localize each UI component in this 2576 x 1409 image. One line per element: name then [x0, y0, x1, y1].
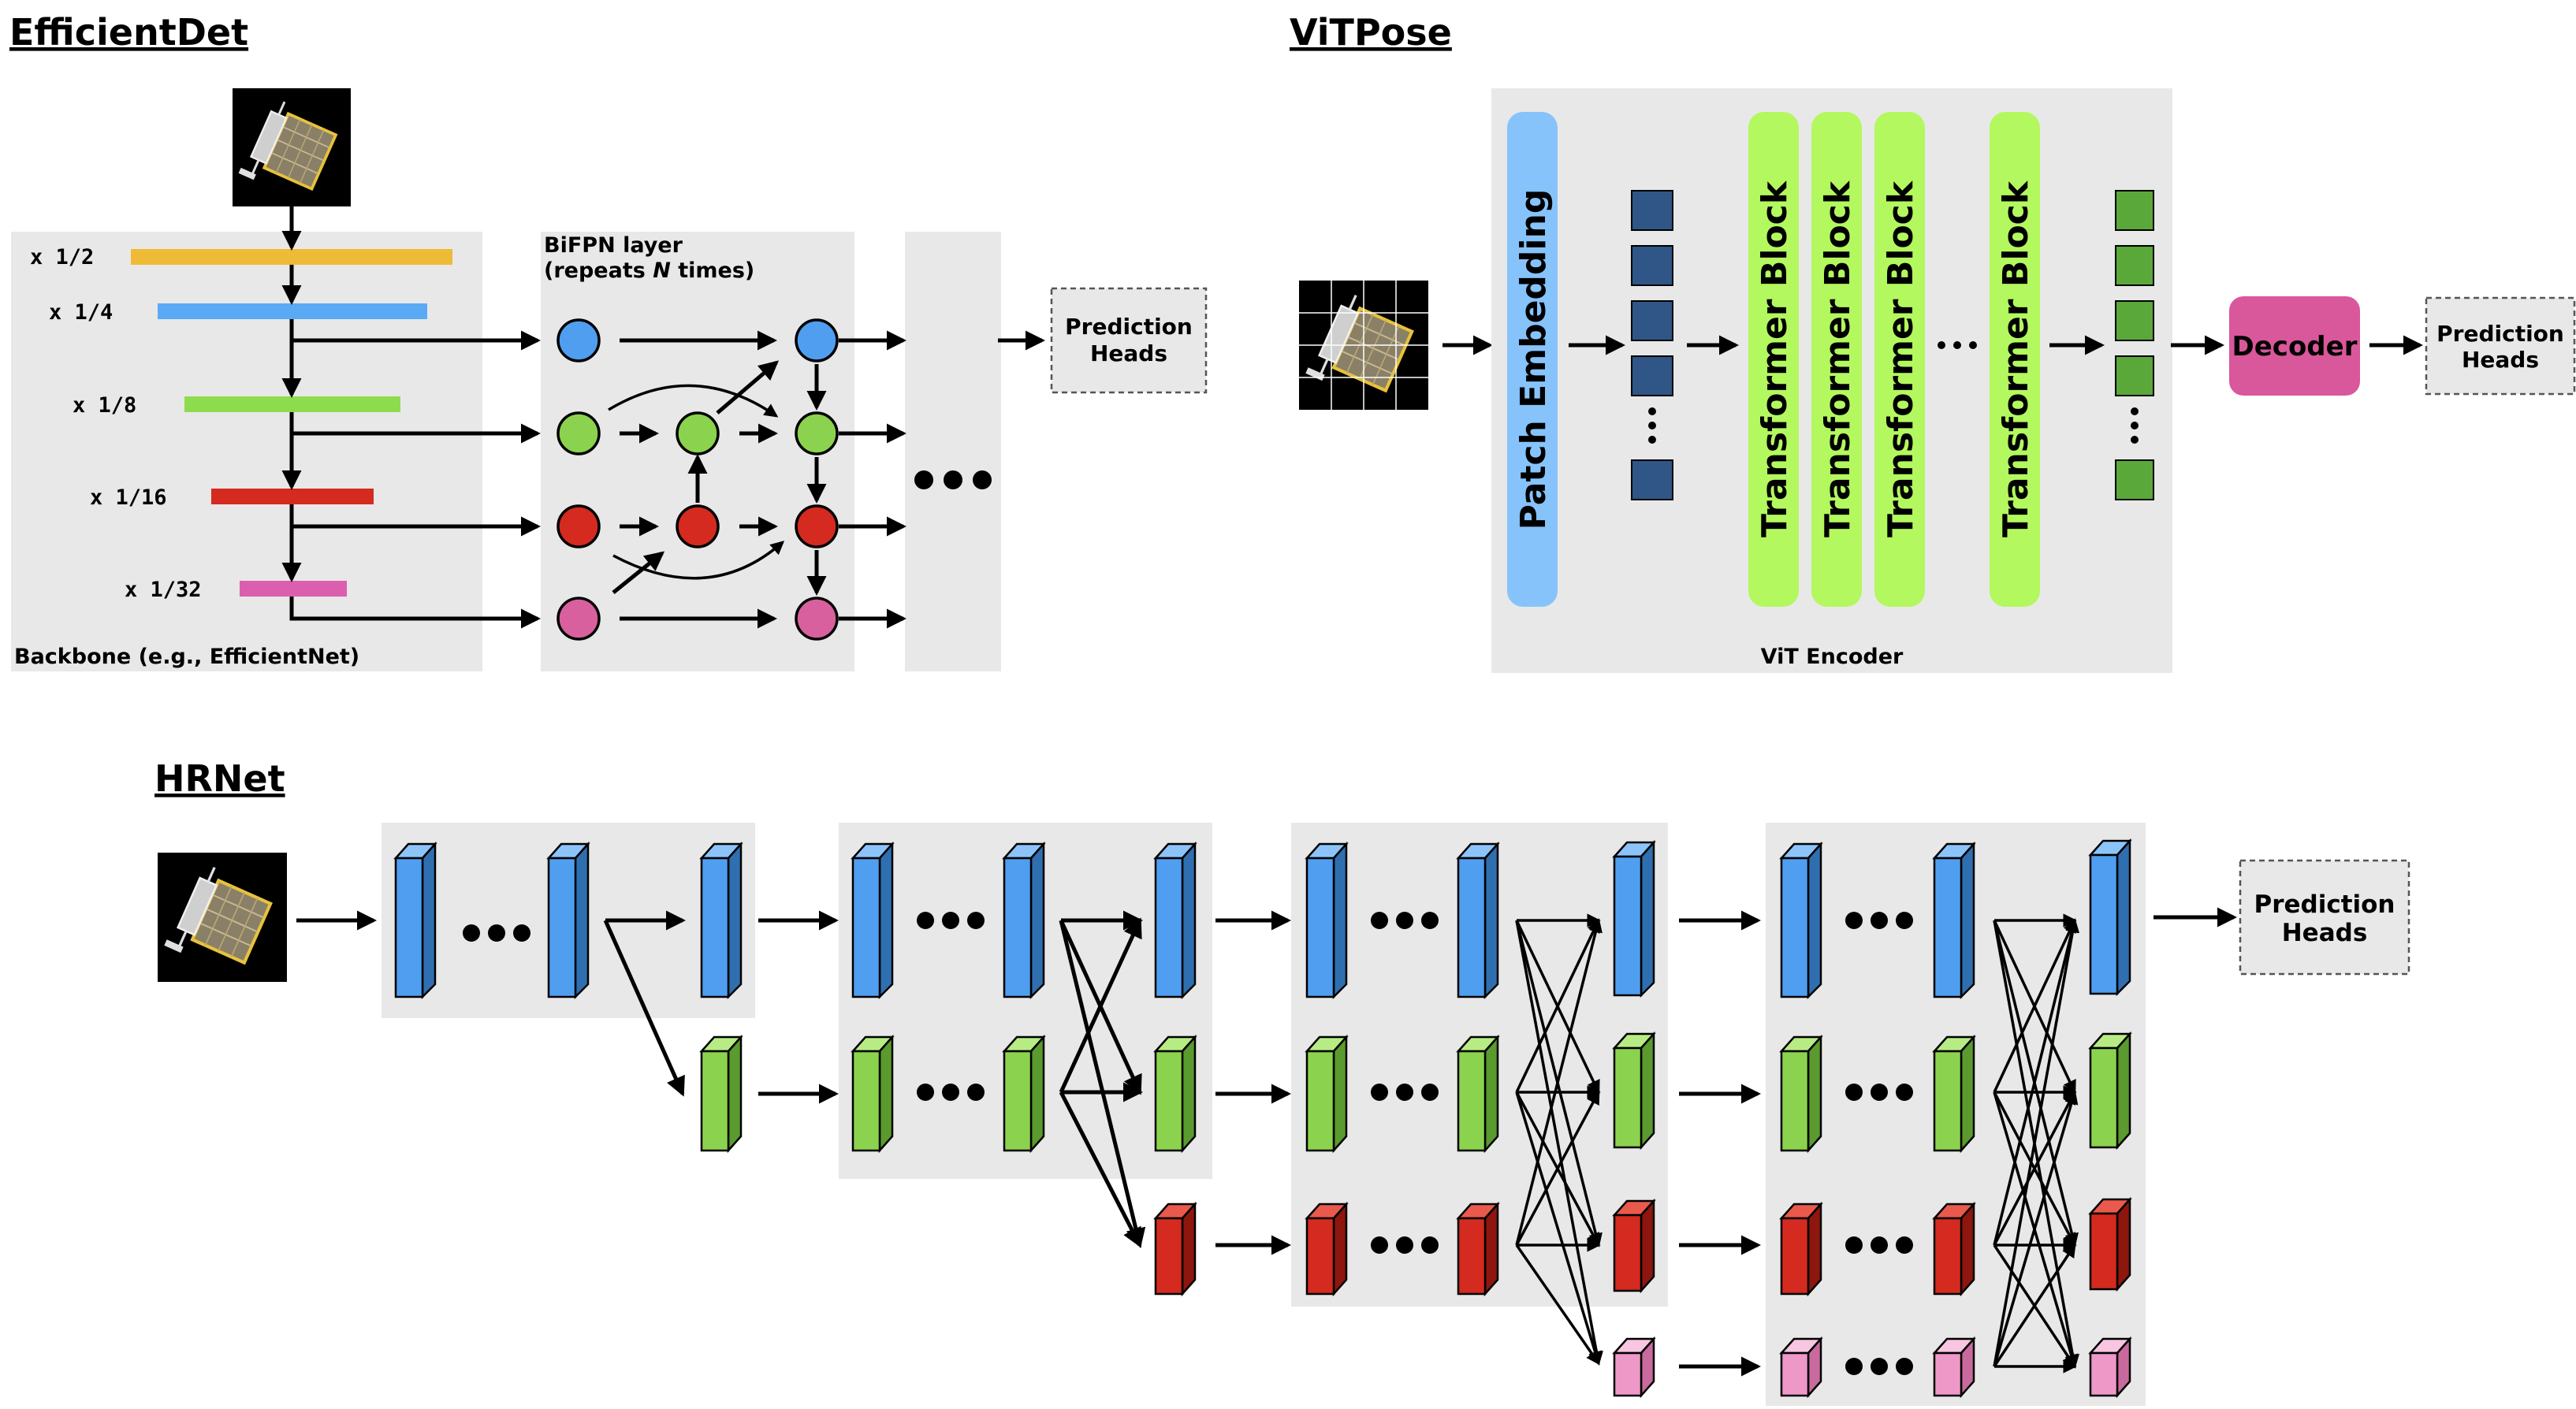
scale-bar-1-16	[211, 489, 374, 504]
repeat-panel	[905, 232, 1001, 671]
bifpn-node-p4-out	[795, 318, 839, 362]
bifpn-node-p7-in	[557, 597, 601, 641]
bifpn-node-p6-in	[557, 504, 601, 548]
hrnet-prediction-heads-line1: Prediction	[2254, 890, 2395, 919]
scale-label-1-8: x 1/8	[73, 393, 136, 418]
scale-bar-1-32	[240, 581, 347, 597]
bifpn-node-p5-out	[795, 411, 839, 455]
vitpose-prediction-heads: Prediction Heads	[2425, 296, 2576, 396]
transformer-ellipsis	[1938, 341, 1977, 349]
input-tokens	[1631, 190, 1673, 500]
efficientdet-prediction-heads-line1: Prediction	[1065, 314, 1193, 340]
bifpn-node-p7-out	[795, 597, 839, 641]
scale-label-1-32: x 1/32	[125, 578, 202, 602]
transformer-block-3-label: Transformer Block	[1881, 180, 1921, 537]
patch-embedding-block: Patch Embedding	[1507, 112, 1558, 607]
efficientdet-prediction-heads-line2: Heads	[1090, 340, 1167, 366]
decoder-label: Decoder	[2232, 331, 2358, 362]
transformer-block-4-label: Transformer Block	[1996, 180, 2036, 537]
hrnet-stage4-fusion	[1993, 913, 2080, 1374]
repeat-ellipsis	[914, 470, 992, 489]
scale-bar-1-8	[184, 396, 400, 412]
scale-bar-1-4	[158, 303, 427, 319]
hrnet-stage2-fusion	[1059, 910, 1146, 1248]
bifpn-label-line2: (repeats N times)	[544, 258, 754, 283]
transformer-block-2-label: Transformer Block	[1818, 180, 1858, 537]
transformer-block-2: Transformer Block	[1811, 112, 1862, 607]
transformer-block-1-label: Transformer Block	[1755, 180, 1795, 537]
bifpn-output-arrows	[839, 330, 1046, 629]
transformer-block-1: Transformer Block	[1748, 112, 1799, 607]
output-tokens-ellipsis	[2131, 407, 2139, 444]
backbone-arrows	[281, 206, 542, 629]
hrnet-stage1-blocks	[394, 842, 743, 1152]
scale-bar-1-2	[131, 249, 452, 265]
decoder-block: Decoder	[2229, 296, 2360, 396]
efficientdet-prediction-heads: Prediction Heads	[1050, 287, 1208, 394]
transformer-block-4: Transformer Block	[1990, 112, 2040, 607]
input-tokens-ellipsis	[1648, 407, 1656, 444]
scale-label-1-4: x 1/4	[49, 300, 113, 325]
vit-encoder-label: ViT Encoder	[1761, 645, 1904, 669]
scale-label-1-2: x 1/2	[30, 245, 94, 270]
hrnet-input-satellite-image	[158, 853, 287, 982]
efficientdet-title: EfficientDet	[9, 11, 248, 54]
output-tokens	[2115, 190, 2154, 500]
hrnet-stage3-fusion	[1515, 913, 1603, 1366]
bifpn-node-p5-mid	[676, 411, 720, 455]
hrnet-title: HRNet	[154, 757, 285, 800]
transformer-block-3: Transformer Block	[1874, 112, 1925, 607]
bifpn-node-p6-out	[795, 504, 839, 548]
vitpose-prediction-heads-line2: Heads	[2462, 347, 2539, 373]
vitpose-prediction-heads-line1: Prediction	[2436, 321, 2564, 347]
hrnet-flow-arrows	[296, 907, 2238, 1377]
hrnet-prediction-heads-line2: Heads	[2282, 919, 2368, 947]
bifpn-edges	[608, 330, 827, 629]
vitpose-title: ViTPose	[1290, 11, 1452, 54]
efficientdet-section: EfficientDet x 1/2 x 1/4 x 1/8 x 1/16 x …	[9, 11, 1208, 671]
bifpn-nodes	[557, 318, 839, 641]
hrnet-stage3-blocks	[1305, 841, 1655, 1397]
vitpose-section: ViTPose Patch Embedding	[1290, 11, 2576, 673]
input-satellite-image	[232, 88, 352, 206]
patched-satellite-image	[1299, 281, 1428, 410]
hrnet-section: HRNet	[154, 757, 2410, 1406]
hrnet-stage4-blocks	[1780, 839, 2131, 1397]
backbone-label: Backbone (e.g., EfficientNet)	[14, 645, 359, 669]
hrnet-prediction-heads: Prediction Heads	[2239, 859, 2410, 976]
backbone-panel	[11, 232, 482, 671]
scale-label-1-16: x 1/16	[90, 485, 167, 510]
bifpn-node-p6-mid	[676, 504, 720, 548]
patch-embedding-label: Patch Embedding	[1513, 189, 1554, 530]
bifpn-node-p4-in	[557, 318, 601, 362]
bifpn-label-line1: BiFPN layer	[544, 233, 683, 258]
bifpn-node-p5-in	[557, 411, 601, 455]
hrnet-stage2-blocks	[851, 842, 1197, 1296]
